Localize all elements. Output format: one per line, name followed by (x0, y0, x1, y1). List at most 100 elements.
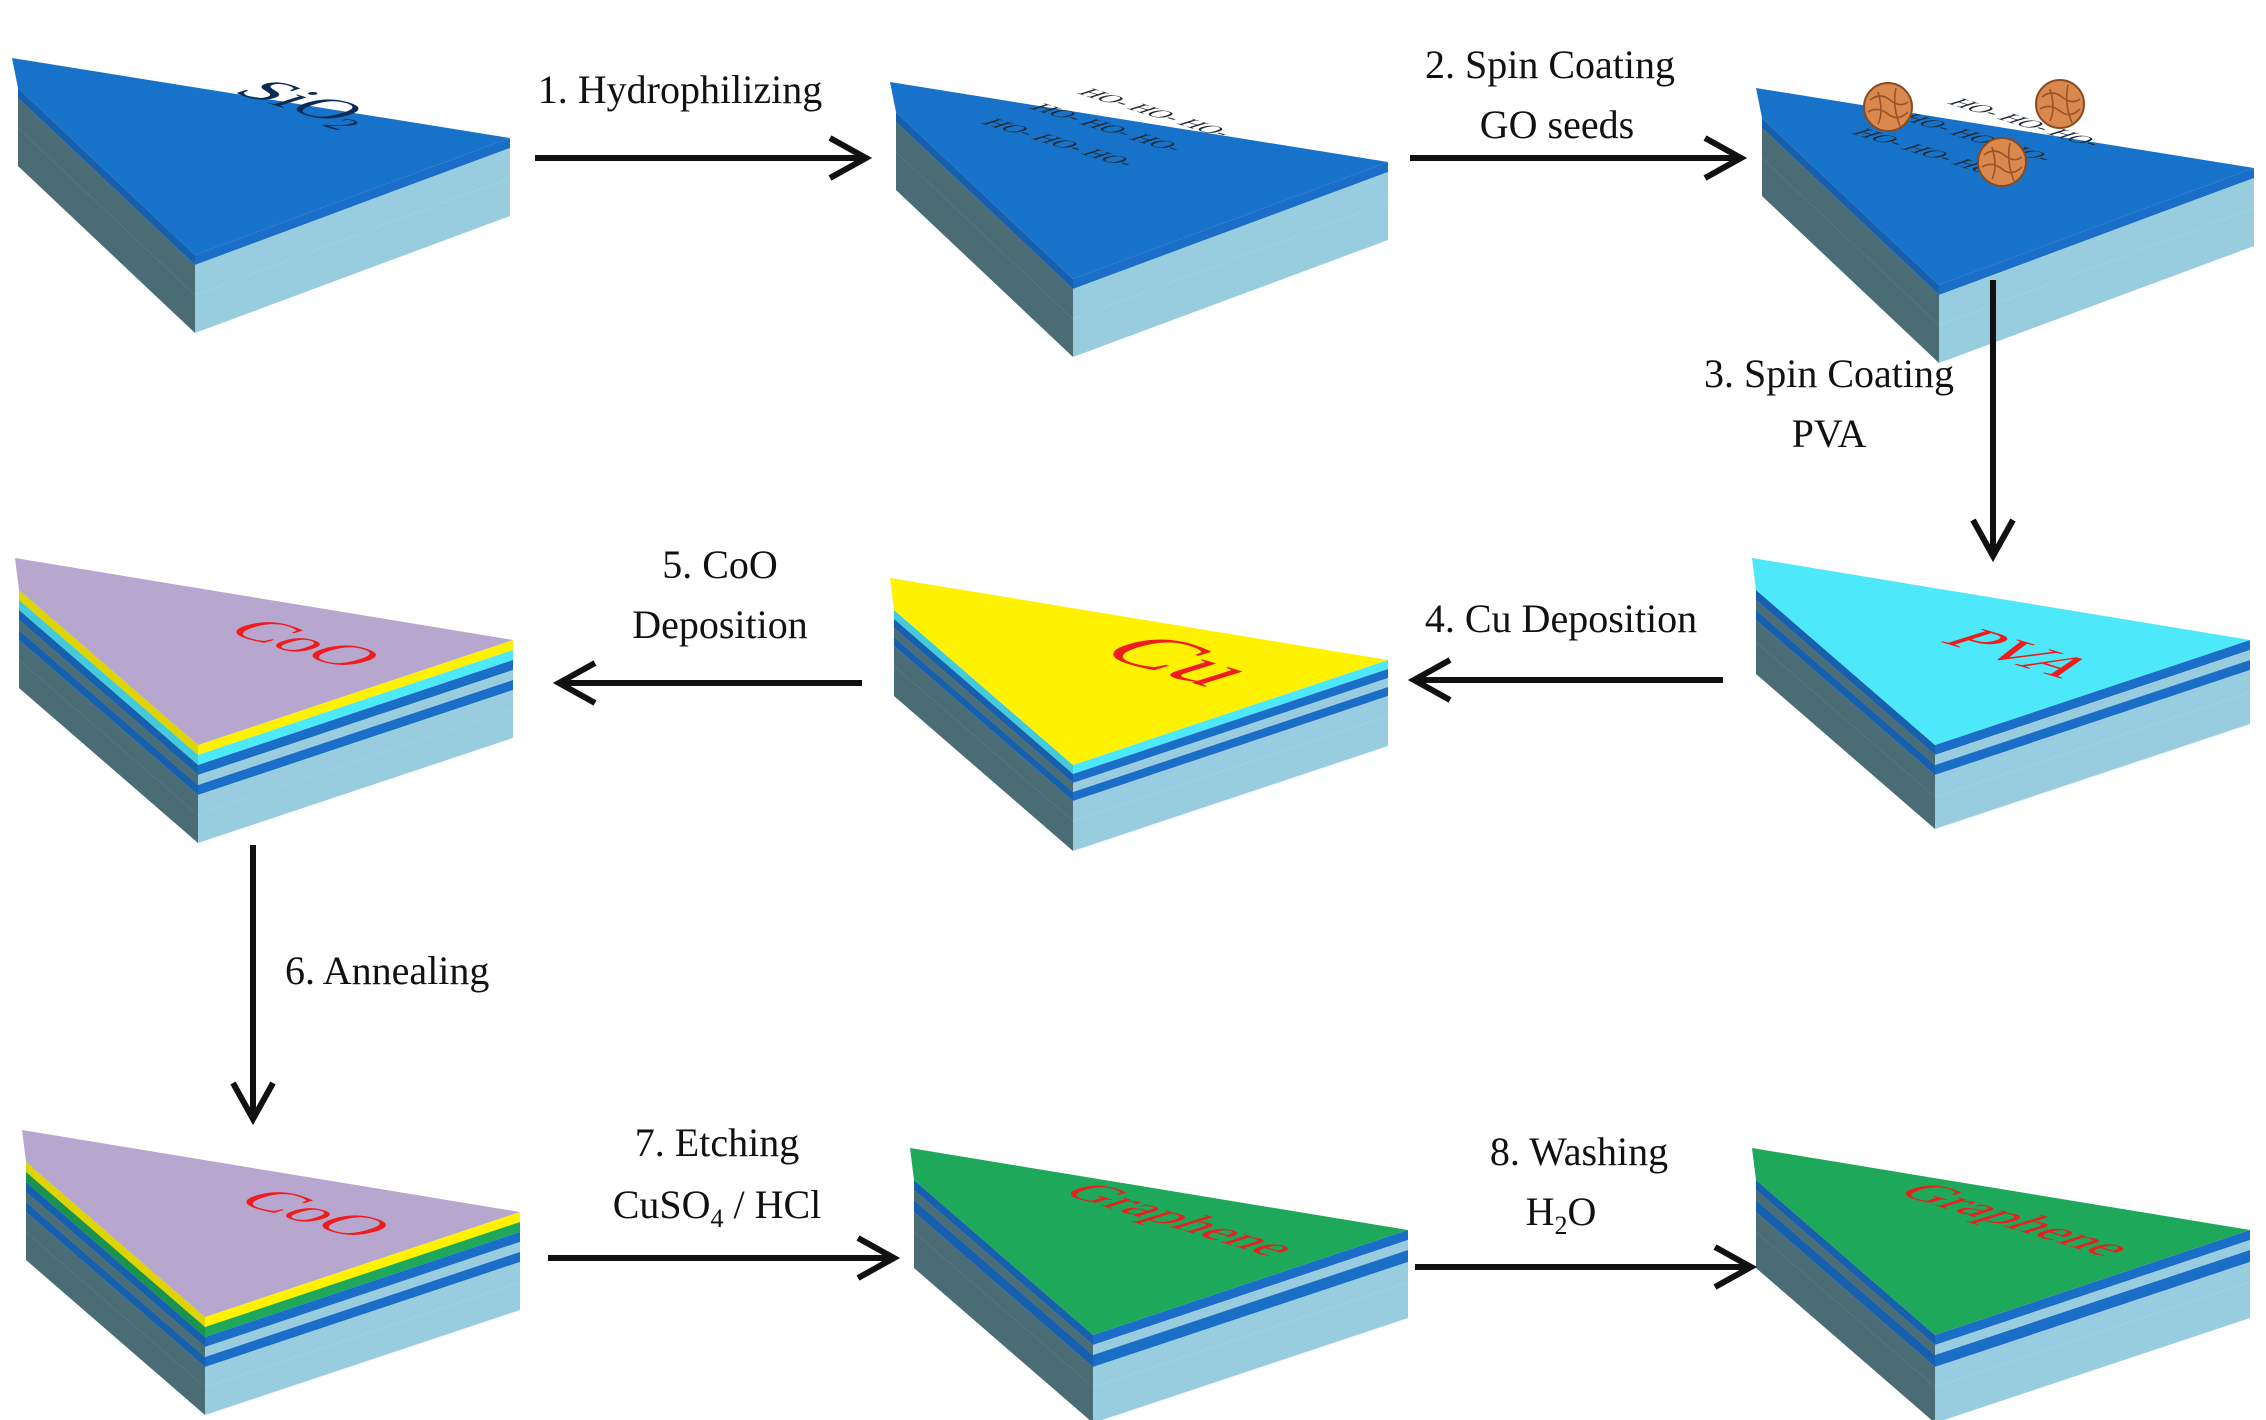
sample-layer-right (1093, 1250, 1408, 1367)
sample-left-shade (26, 1162, 205, 1415)
sample-2 (890, 82, 1388, 357)
sample-layer-left (19, 590, 198, 755)
sample-layer-right (1939, 208, 2254, 363)
sample-layer-left (894, 628, 1073, 792)
step-7-label-line2: CuSO4 / HCl (613, 1182, 822, 1233)
sample-layer-right (1935, 650, 2250, 765)
sample-layer-right (205, 1262, 520, 1387)
sample-left-shade (896, 112, 1073, 357)
sample-layer-right (1939, 168, 2254, 295)
sample-left-shade (1756, 1180, 1935, 1420)
sample-layer-left (1756, 1180, 1935, 1345)
sample-layer-left (19, 620, 198, 785)
sample-9 (1752, 1148, 2250, 1420)
sample-layer-right (1935, 1240, 2250, 1355)
sample-layer-right (198, 690, 513, 815)
go-seed-icon (2035, 79, 2085, 129)
sample-layer-right (205, 1232, 520, 1347)
sample-1 (12, 58, 510, 333)
go-seeds (1863, 79, 2085, 187)
sample-layer-left (894, 666, 1073, 851)
sample-layer-right (1073, 678, 1388, 792)
sample-layer-left (1756, 1212, 1935, 1387)
sample-layer-left (1762, 118, 1939, 295)
sample-layer-right (1939, 178, 2254, 325)
sample-layer-left (1756, 590, 1935, 755)
sample-left-shade (914, 1180, 1093, 1420)
sample-layer-left (19, 600, 198, 765)
sample-layer-left (1756, 610, 1935, 775)
sample-layer-right (1935, 660, 2250, 775)
sample-layer-left (26, 1182, 205, 1347)
sample-layer-left (1756, 1190, 1935, 1355)
sample-layer-right (1935, 1230, 2250, 1345)
sample-layer-right (195, 138, 510, 265)
step-6-label: 6. Annealing (285, 948, 489, 993)
step-3-label-line1: 3. Spin Coating (1704, 351, 1954, 396)
arrow-right-icon (535, 135, 873, 181)
step-8-label-line1: 8. Washing (1490, 1129, 1668, 1174)
step-1-label: 1. Hydrophilizing (538, 67, 822, 112)
sample-top-face (12, 58, 510, 255)
sample-5 (890, 578, 1388, 851)
arrow-down-icon (230, 845, 276, 1126)
sample-layer-right (198, 660, 513, 775)
sample-layer-left (914, 1200, 1093, 1367)
sample-layer-left (26, 1232, 205, 1415)
sample-layer-left (19, 610, 198, 775)
sample-layer-right (1073, 716, 1388, 851)
sample-layer-left (26, 1172, 205, 1337)
sample-layer-right (1935, 692, 2250, 829)
sample-layer-right (1073, 162, 1388, 289)
sample-layer-right (1073, 669, 1388, 783)
sample-layer-right (1093, 1282, 1408, 1420)
sample-layer-left (18, 98, 195, 295)
sample-6 (15, 558, 513, 843)
step-2-label-line2: GO seeds (1480, 102, 1634, 147)
sample-3 (1756, 88, 2254, 363)
sample-left-shade (894, 610, 1073, 851)
arrow-right-icon (1415, 1244, 1758, 1290)
sample-layer-left (1756, 642, 1935, 829)
arrow-right-icon (548, 1235, 901, 1281)
sample-layer-right (1093, 1240, 1408, 1355)
step-8-label-line2: H2O (1526, 1189, 1597, 1240)
sample-layer-right (1093, 1230, 1408, 1345)
sample-layer-right (198, 680, 513, 795)
sample-left-shade (1762, 118, 1939, 363)
sample-layer-left (18, 88, 195, 265)
arrow-left-icon (1407, 657, 1723, 703)
step-2-label-line1: 2. Spin Coating (1425, 42, 1675, 87)
sample-layer-right (1073, 202, 1388, 357)
sample-layer-left (914, 1212, 1093, 1387)
sample-layer-left (896, 122, 1073, 319)
sample-layer-left (26, 1212, 205, 1387)
sample-top-face (890, 578, 1388, 765)
sample-layer-right (205, 1282, 520, 1415)
step-5-label-line1: 5. CoO (662, 542, 778, 587)
sample-layer-left (1756, 600, 1935, 765)
sample-layer-left (894, 610, 1073, 774)
sample-layer-left (19, 640, 198, 815)
sample-layer-left (896, 112, 1073, 289)
sample-layer-right (198, 670, 513, 785)
sample-layer-left (19, 660, 198, 843)
sample-layer-left (894, 637, 1073, 801)
go-seed-icon (1977, 137, 2027, 187)
sample-layer-right (1935, 1262, 2250, 1387)
sample-layer-right (1935, 640, 2250, 755)
sample-top-face (22, 1130, 520, 1317)
sample-layer-left (26, 1162, 205, 1327)
sample-layer-right (198, 650, 513, 765)
sample-layer-right (198, 640, 513, 755)
sample-layer-left (914, 1190, 1093, 1355)
step-5-label-line2: Deposition (632, 602, 808, 647)
sample-layer-left (26, 1202, 205, 1367)
sample-layer-left (1762, 158, 1939, 363)
sample-layer-right (205, 1212, 520, 1327)
sample-8 (910, 1148, 1408, 1420)
sample-layer-right (205, 1252, 520, 1367)
sample-layer-left (914, 1180, 1093, 1345)
sample-layer-right (1935, 1250, 2250, 1367)
